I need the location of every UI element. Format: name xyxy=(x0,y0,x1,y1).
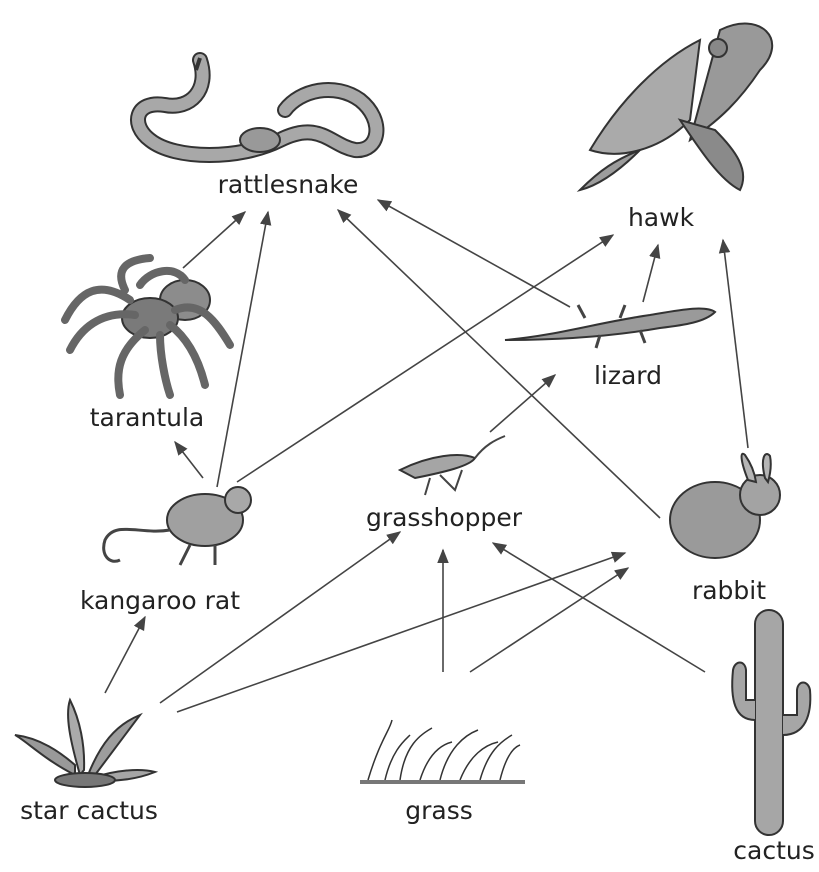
grass-illustration xyxy=(360,720,525,782)
lizard-illustration xyxy=(505,305,715,348)
label-lizard: lizard xyxy=(594,363,662,388)
arrow-star-cactus-to-rabbit xyxy=(177,553,625,712)
arrow-kangaroo-rat-to-rattlesnake xyxy=(217,212,268,487)
arrow-kangaroo-rat-to-hawk xyxy=(237,235,613,482)
hawk-illustration xyxy=(580,24,772,190)
label-kangaroo-rat: kangaroo rat xyxy=(80,588,240,613)
arrow-star-cactus-to-kangaroo-rat xyxy=(105,617,145,693)
label-hawk: hawk xyxy=(628,205,694,230)
kangaroo-rat-illustration xyxy=(104,487,251,565)
arrow-tarantula-to-rattlesnake xyxy=(183,212,245,268)
arrow-grass-to-rabbit xyxy=(470,568,628,672)
label-cactus: cactus xyxy=(733,838,814,863)
arrow-lizard-to-rattlesnake xyxy=(378,200,570,307)
cactus-illustration xyxy=(732,610,810,835)
arrow-star-cactus-to-grasshopper xyxy=(160,532,400,703)
label-rattlesnake: rattlesnake xyxy=(218,172,359,197)
label-rabbit: rabbit xyxy=(692,578,766,603)
rabbit-illustration xyxy=(670,454,780,558)
arrow-grasshopper-to-lizard xyxy=(490,375,555,432)
arrow-rabbit-to-hawk xyxy=(723,240,748,448)
label-tarantula: tarantula xyxy=(90,405,204,430)
tarantula-illustration xyxy=(65,258,230,395)
rattlesnake-illustration xyxy=(138,58,376,155)
star-cactus-illustration xyxy=(15,700,155,787)
label-grass: grass xyxy=(405,798,473,823)
grasshopper-illustration xyxy=(400,436,505,495)
label-star-cactus: star cactus xyxy=(20,798,158,823)
arrow-kangaroo-rat-to-tarantula xyxy=(175,442,203,478)
energy-flow-arrows xyxy=(105,200,748,712)
label-grasshopper: grasshopper xyxy=(366,505,522,530)
arrow-lizard-to-hawk xyxy=(643,245,658,302)
